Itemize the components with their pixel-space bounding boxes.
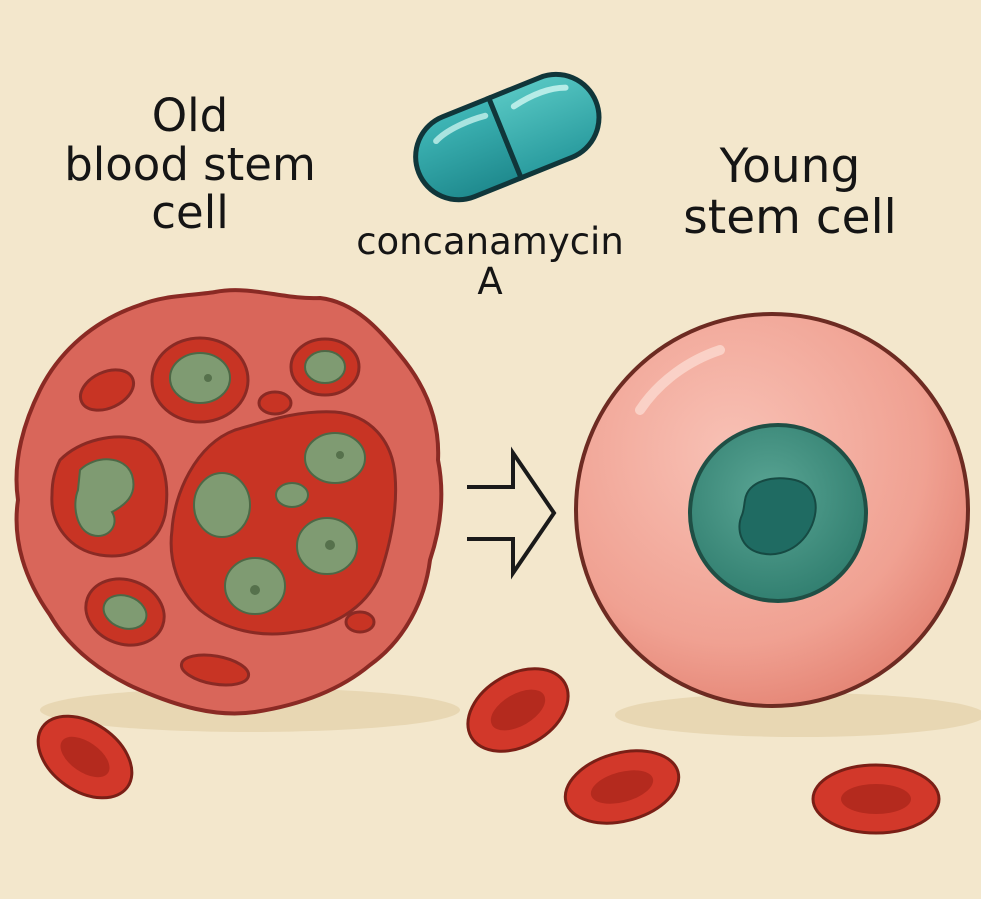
organelle-nucleus: [304, 350, 346, 384]
organelle-red: [179, 653, 251, 687]
organelle-nucleus: [304, 432, 366, 484]
young-nucleolus: [738, 477, 817, 556]
organelle-nucleus: [102, 594, 148, 630]
arrow-right-icon: [467, 446, 557, 580]
young-cell-highlight: [635, 345, 725, 415]
nucleolus-dot: [325, 540, 335, 550]
capsule-highlight: [510, 84, 569, 110]
old-cell-label: Old blood stem cell: [40, 89, 340, 240]
old-cell-label-line: cell: [151, 186, 229, 240]
organelle-red: [79, 368, 135, 412]
red-blood-cell: [563, 749, 681, 825]
young-cell-shadow: [615, 693, 981, 737]
capsule-right-half: [485, 71, 602, 182]
young-cell-label: Young stem cell: [645, 139, 935, 245]
drug-label: concanamycin A: [345, 222, 635, 302]
organelle-red: [257, 390, 293, 416]
old-stem-cell: [14, 288, 444, 716]
young-cell-label-line: stem cell: [683, 189, 897, 245]
drug-label-line: concanamycin: [356, 220, 624, 263]
organelle-nucleus: [74, 458, 135, 537]
young-cell-label-line: Young: [719, 139, 861, 194]
organelle-red: [344, 610, 376, 634]
red-blood-cell: [466, 667, 570, 753]
nucleolus-dot: [336, 451, 344, 459]
old-cell-label-line: blood stem: [64, 137, 316, 191]
red-blood-cell: [811, 763, 941, 835]
drug-label-line: A: [477, 259, 503, 303]
nucleolus-dot: [204, 374, 212, 382]
organelle-nucleus: [193, 472, 251, 538]
capsule-highlight: [433, 112, 489, 145]
young-stem-cell: [574, 312, 970, 708]
red-blood-cell: [36, 714, 134, 800]
capsule-left-half: [413, 94, 525, 203]
organelle-nucleus: [169, 352, 231, 404]
organelle-nucleus: [275, 482, 309, 508]
capsule-icon: [413, 71, 602, 203]
old-cell-label-line: Old: [151, 89, 229, 142]
nucleolus-dot: [250, 585, 260, 595]
